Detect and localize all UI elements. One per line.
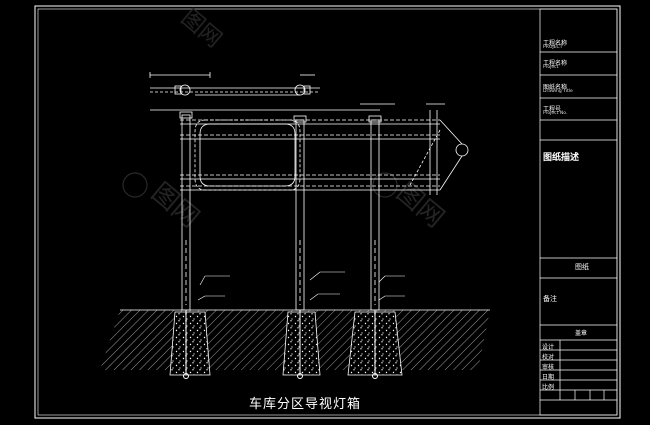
- title-block-field-4-sub: Project No.: [543, 111, 568, 116]
- title-block-date-label: 日期: [542, 374, 555, 381]
- title-block-description-label: 图纸描述: [543, 153, 580, 163]
- title-block-scale-label: 比例: [542, 384, 555, 391]
- title-block-field-1-sub: PROJECT: [543, 45, 563, 50]
- title-block-designer-label: 设计: [542, 344, 555, 351]
- title-block-field-3: 图纸名称: [543, 84, 568, 91]
- leader-notes: [197, 271, 405, 301]
- ground-section: [100, 309, 490, 379]
- title-block-field-2-sub: Project: [543, 65, 559, 70]
- title-block-field-2: 工程名称: [543, 60, 568, 67]
- svg-text:图网: 图网: [176, 5, 226, 52]
- title-block: [539, 8, 618, 416]
- top-plan-view: [149, 72, 320, 96]
- drawing-caption: 车库分区导视灯箱: [248, 397, 361, 412]
- sign-elevation: [150, 103, 469, 311]
- title-block-field-3-sub: Drawing Title: [543, 89, 573, 94]
- title-block-approver-label: 审核: [542, 364, 555, 371]
- title-block-field-1: 工程名称: [543, 40, 568, 47]
- drawing-border-outer: [34, 5, 621, 419]
- title-block-sheet-label: 图纸: [575, 263, 589, 271]
- title-block-field-4: 工程号: [543, 106, 562, 113]
- title-block-checker-label: 校对: [542, 354, 555, 361]
- title-block-notes-label: 备注: [543, 295, 557, 303]
- title-block-seal-label: 盖章: [575, 330, 588, 337]
